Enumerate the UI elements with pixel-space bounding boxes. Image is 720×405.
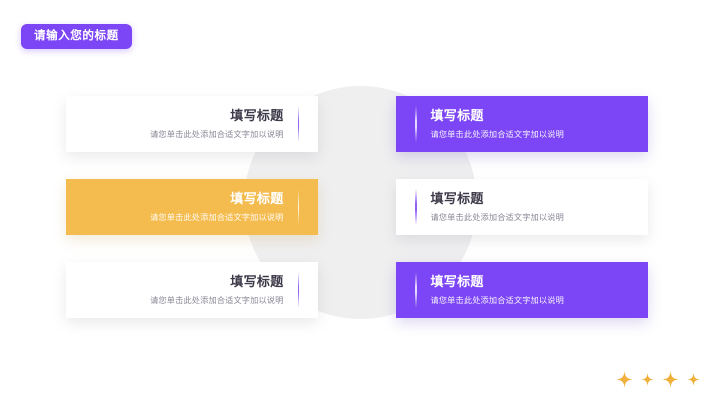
slide-title-badge[interactable]: 请输入您的标题	[21, 24, 132, 49]
accent-bar-icon	[415, 272, 417, 308]
card-title: 填写标题	[430, 191, 484, 207]
accent-bar-icon	[297, 272, 299, 308]
card-title: 填写标题	[430, 274, 484, 290]
card-text-block: 填写标题 请您单击此处添加合适文字加以说明	[66, 191, 298, 222]
four-point-star-icon	[687, 373, 700, 386]
card-text-block: 填写标题 请您单击此处添加合适文字加以说明	[417, 108, 649, 139]
content-card-right-1[interactable]: 填写标题 请您单击此处添加合适文字加以说明	[396, 96, 648, 152]
card-description: 请您单击此处添加合适文字加以说明	[430, 295, 564, 305]
accent-bar-icon	[415, 106, 417, 142]
card-text-block: 填写标题 请您单击此处添加合适文字加以说明	[66, 274, 298, 305]
card-title: 填写标题	[230, 108, 284, 124]
card-title: 填写标题	[430, 108, 484, 124]
accent-bar-icon	[297, 189, 299, 225]
card-description: 请您单击此处添加合适文字加以说明	[150, 295, 284, 305]
card-title: 填写标题	[230, 191, 284, 207]
accent-bar-icon	[415, 189, 417, 225]
card-description: 请您单击此处添加合适文字加以说明	[430, 129, 564, 139]
four-point-star-icon	[641, 373, 654, 386]
card-text-block: 填写标题 请您单击此处添加合适文字加以说明	[417, 274, 649, 305]
card-title: 填写标题	[230, 274, 284, 290]
content-card-left-2[interactable]: 填写标题 请您单击此处添加合适文字加以说明	[66, 179, 318, 235]
content-card-right-3[interactable]: 填写标题 请您单击此处添加合适文字加以说明	[396, 262, 648, 318]
content-card-left-1[interactable]: 填写标题 请您单击此处添加合适文字加以说明	[66, 96, 318, 152]
accent-bar-icon	[297, 106, 299, 142]
sparkle-decoration-group	[616, 371, 700, 388]
four-point-star-icon	[616, 371, 633, 388]
slide-title-text: 请输入您的标题	[34, 29, 119, 42]
card-description: 请您单击此处添加合适文字加以说明	[430, 212, 564, 222]
card-text-block: 填写标题 请您单击此处添加合适文字加以说明	[417, 191, 649, 222]
card-description: 请您单击此处添加合适文字加以说明	[150, 129, 284, 139]
four-point-star-icon	[662, 371, 679, 388]
card-description: 请您单击此处添加合适文字加以说明	[150, 212, 284, 222]
content-card-right-2[interactable]: 填写标题 请您单击此处添加合适文字加以说明	[396, 179, 648, 235]
content-card-left-3[interactable]: 填写标题 请您单击此处添加合适文字加以说明	[66, 262, 318, 318]
card-text-block: 填写标题 请您单击此处添加合适文字加以说明	[66, 108, 298, 139]
